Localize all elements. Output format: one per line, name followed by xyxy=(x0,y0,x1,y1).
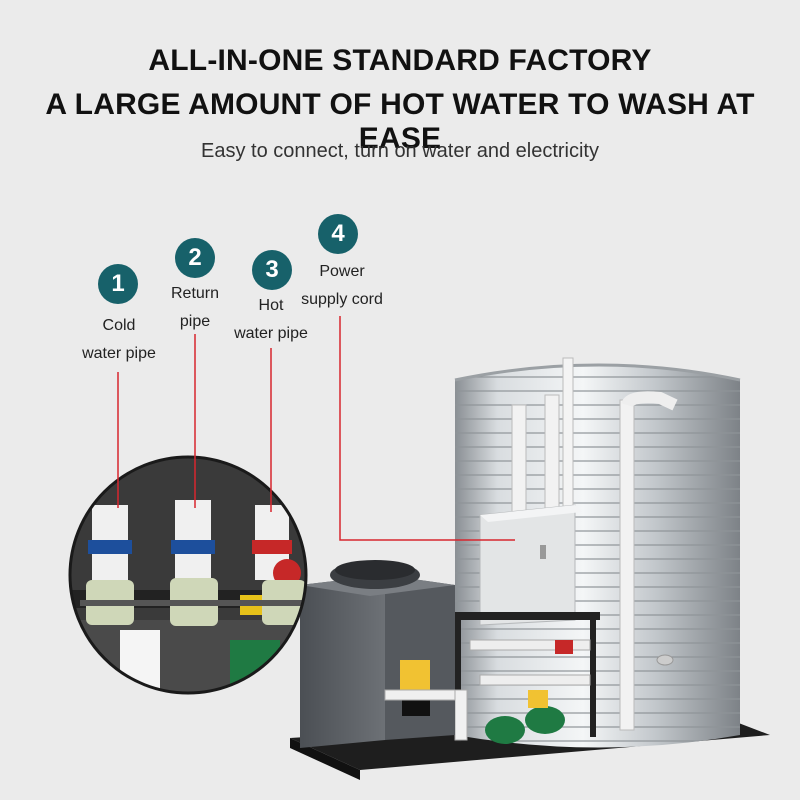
control-box xyxy=(479,504,582,626)
callout-2-line2: pipe xyxy=(179,313,211,330)
callout-badge-4: 4 xyxy=(318,214,358,254)
callout-label-power-supply-cord: Power supply cord xyxy=(296,258,388,314)
leader-line-4 xyxy=(339,316,515,541)
callout-1-line2: water pipe xyxy=(82,345,156,362)
callout-4-line2: supply cord xyxy=(301,291,383,308)
leader-lines xyxy=(117,316,515,541)
callout-badge-3: 3 xyxy=(252,250,292,290)
callout-4-line1: Power xyxy=(319,263,365,280)
pipe-closeup-inset xyxy=(68,455,308,695)
callout-badge-1: 1 xyxy=(98,264,138,304)
callout-2-line1: Return xyxy=(170,285,220,302)
callout-label-hot-water-pipe: Hot water pipe xyxy=(228,292,314,348)
callout-3-line2: water pipe xyxy=(234,325,308,342)
pump-rack xyxy=(450,612,600,744)
callout-label-cold-water-pipe: Cold water pipe xyxy=(78,312,160,368)
steel-tank xyxy=(454,357,741,748)
headline-line-1: ALL-IN-ONE STANDARD FACTORY xyxy=(148,44,652,77)
subtitle: Easy to connect, turn on water and elect… xyxy=(201,140,599,162)
callout-3-line1: Hot xyxy=(258,297,284,314)
callout-1-line1: Cold xyxy=(102,317,136,334)
heat-pump-unit xyxy=(300,560,456,748)
headline-line-2: A LARGE AMOUNT OF HOT WATER TO WASH AT E… xyxy=(45,88,755,155)
callout-badge-2: 2 xyxy=(175,238,215,278)
callout-label-return-pipe: Return pipe xyxy=(163,280,227,336)
